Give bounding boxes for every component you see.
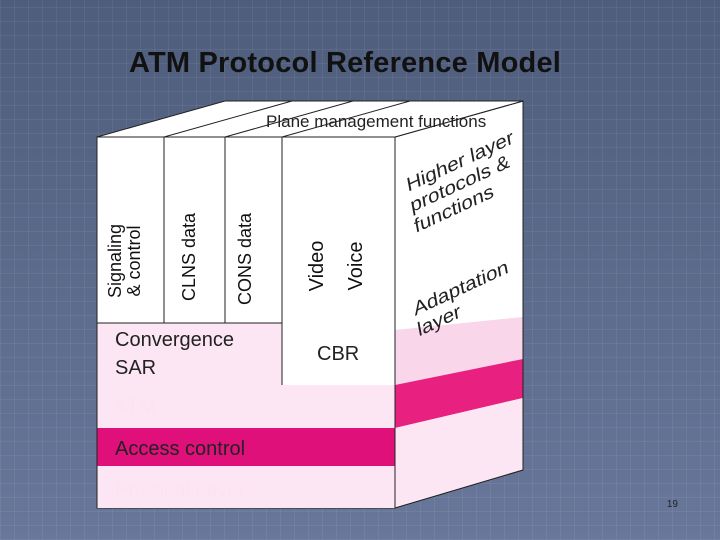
voice-label: Voice [345, 241, 367, 291]
cbr-label: CBR [317, 343, 360, 365]
physical-row [97, 466, 395, 508]
aal-left-row [97, 323, 282, 385]
atm-label: ATM [115, 396, 156, 418]
side-band-aal [395, 317, 523, 385]
cons-data-label: CONS data [235, 212, 255, 306]
side-band-atm [395, 359, 523, 428]
page-number: 19 [666, 499, 678, 510]
signaling-control-label: Signaling & control [105, 223, 144, 299]
clns-data-label: CLNS data [179, 212, 199, 302]
access-control-label: Access control [115, 438, 246, 460]
plane-management-label: Plane management functions [266, 112, 487, 131]
side-band-access [395, 398, 523, 466]
access-control-row [97, 428, 395, 466]
atm-row [97, 385, 395, 428]
physical-layer-label: Physical Layer [115, 480, 246, 502]
sar-label: SAR [115, 357, 157, 379]
page-title: ATM Protocol Reference Model [128, 47, 562, 79]
video-label: Video [306, 240, 328, 292]
convergence-label: Convergence [115, 329, 234, 351]
side-band-physical [395, 430, 523, 508]
